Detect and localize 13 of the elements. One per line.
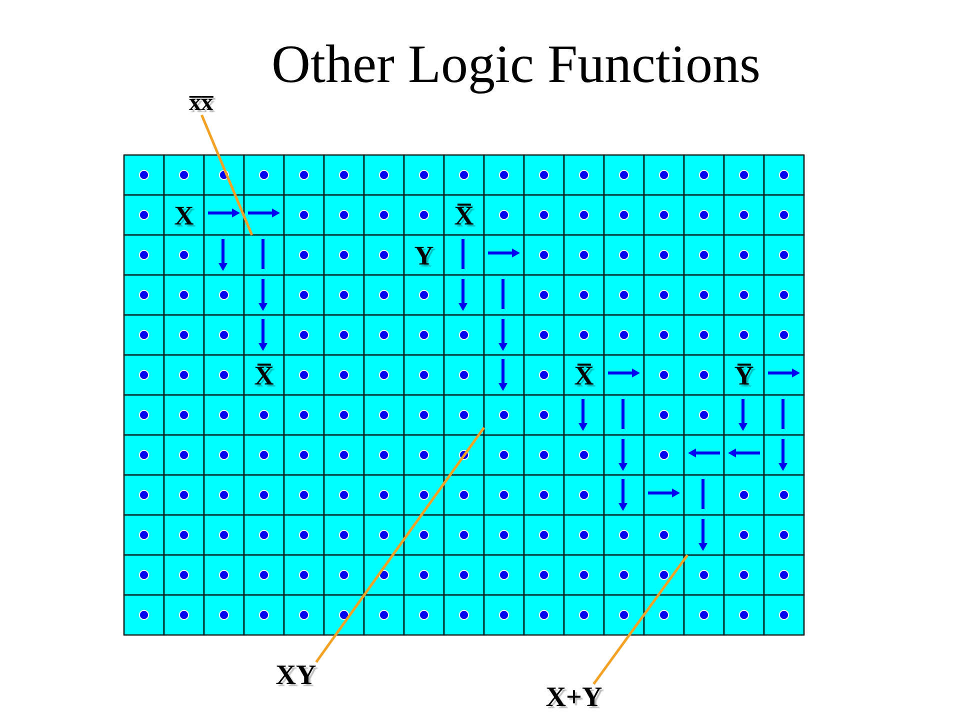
expression-label: x̅x̅ xyxy=(189,91,213,115)
variable-label: Y̅ xyxy=(734,362,754,390)
leader-line xyxy=(200,114,254,236)
grid-cell xyxy=(483,394,525,436)
grid-cell xyxy=(243,234,285,276)
variable-label: X̅ xyxy=(454,202,474,230)
grid-cell xyxy=(683,514,725,556)
variable-label: X xyxy=(174,202,194,230)
variable-label: X̅ xyxy=(254,362,274,390)
variable-label: X̅ xyxy=(574,362,594,390)
expression-label: XY xyxy=(276,662,316,690)
expression-label: X+Y xyxy=(546,684,602,712)
variable-label: Y xyxy=(414,242,434,270)
